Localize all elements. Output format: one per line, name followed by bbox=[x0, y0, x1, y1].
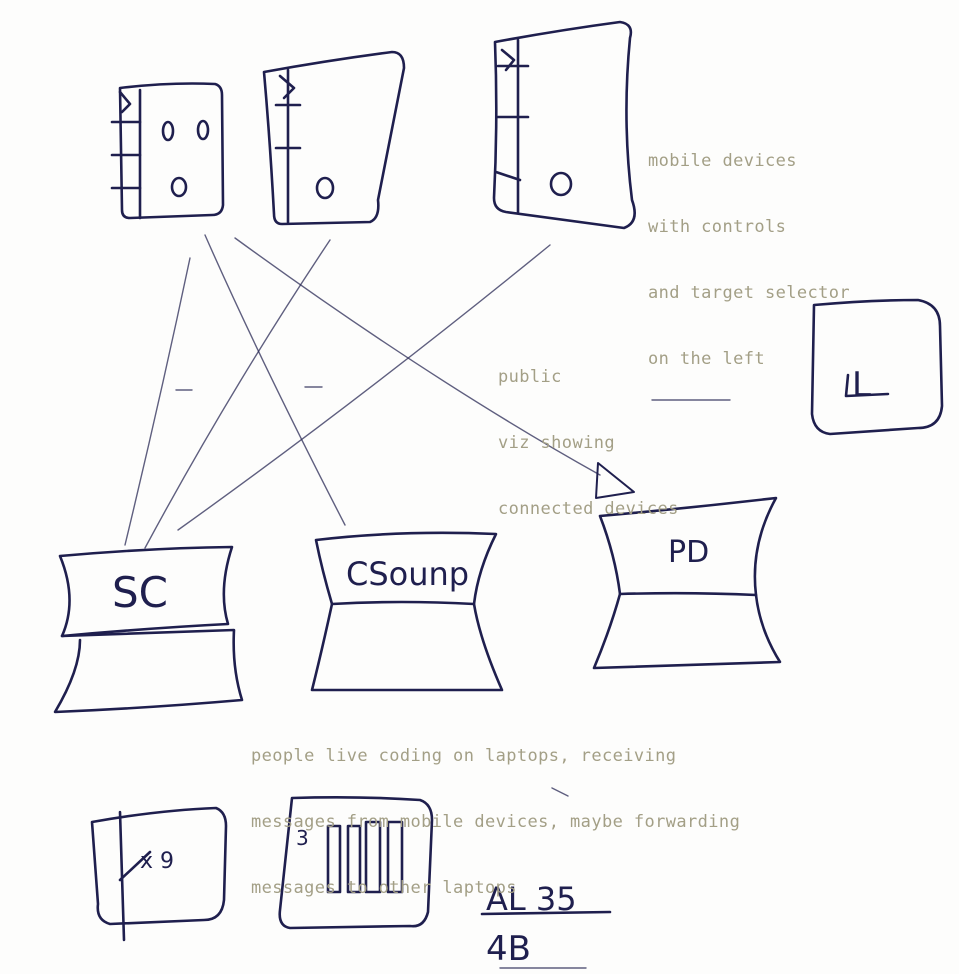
laptop-csound-label: CSounp bbox=[346, 555, 469, 593]
annotation-laptops: people live coding on laptops, receiving… bbox=[251, 701, 740, 921]
doodle-a-label: x 9 bbox=[140, 849, 174, 874]
laptop-csound: CSounp bbox=[310, 531, 504, 692]
annotation-public-viz: public viz showing connected devices bbox=[498, 322, 679, 542]
mobile-device-1 bbox=[110, 82, 225, 220]
viz-glyph: L bbox=[852, 365, 871, 405]
laptop-pd-label: PD bbox=[668, 535, 709, 570]
annotation-line: mobile devices bbox=[648, 151, 797, 171]
annotation-line: public bbox=[498, 367, 562, 387]
annotation-line: viz showing bbox=[498, 433, 615, 453]
doodle-c-bottom: 4B bbox=[486, 929, 531, 969]
doodle-b: 3 bbox=[278, 796, 434, 930]
annotation-line: connected devices bbox=[498, 499, 679, 519]
annotation-mobile-devices: mobile devices with controls and target … bbox=[648, 106, 850, 392]
laptop-sc: SC bbox=[53, 545, 244, 714]
laptop-sc-label: SC bbox=[112, 568, 168, 617]
mobile-device-2 bbox=[262, 50, 406, 226]
doodle-a: x 9 bbox=[90, 806, 228, 942]
connection-lines bbox=[124, 234, 731, 549]
annotation-line: and target selector bbox=[648, 283, 851, 303]
doodle-b-label: 3 bbox=[296, 826, 309, 850]
laptop-pd: PD bbox=[592, 496, 782, 670]
doodle-c: AL 35 4B bbox=[480, 787, 612, 969]
annotation-line: messages from mobile devices, maybe forw… bbox=[251, 812, 741, 832]
annotation-line: people live coding on laptops, receiving bbox=[251, 746, 677, 766]
annotation-line: with controls bbox=[648, 217, 787, 237]
annotation-line: messages to other laptops bbox=[251, 878, 517, 898]
mobile-device-3 bbox=[492, 20, 636, 230]
annotation-line: on the left bbox=[648, 349, 765, 369]
public-viz-screen: L bbox=[810, 298, 944, 436]
